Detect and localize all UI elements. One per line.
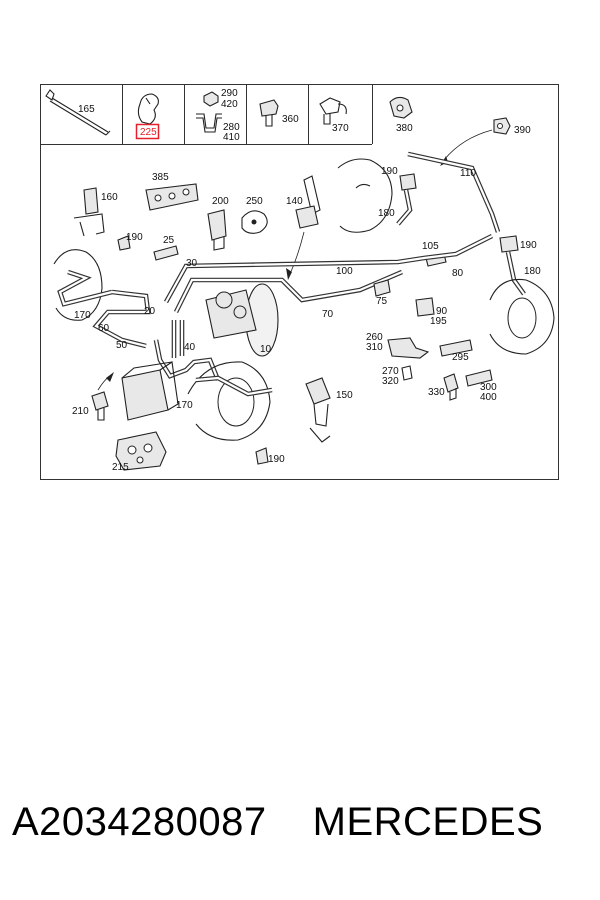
callout-160: 160 xyxy=(101,192,118,203)
callout-190-d: 190 xyxy=(268,454,285,465)
callout-110: 110 xyxy=(460,168,476,179)
callout-80: 80 xyxy=(452,268,464,279)
part-250 xyxy=(241,210,268,234)
callout-330: 330 xyxy=(428,387,445,398)
callout-50: 50 xyxy=(116,340,128,351)
clip-190-bottom xyxy=(255,447,269,465)
label-420: 420 xyxy=(221,99,238,110)
clip-190-left xyxy=(117,235,131,251)
callout-215: 215 xyxy=(112,462,129,473)
label-225: 225 xyxy=(140,127,157,138)
clip-270 xyxy=(401,365,413,381)
label-410: 410 xyxy=(223,132,240,143)
part-200 xyxy=(207,209,227,251)
retaining-clip-icon xyxy=(319,97,347,125)
callout-200: 200 xyxy=(212,196,229,207)
callout-260: 260 xyxy=(366,332,383,343)
callout-170-a: 170 xyxy=(74,310,91,321)
fitting-75 xyxy=(373,279,391,297)
bracket-160 xyxy=(73,187,105,237)
label-165: 165 xyxy=(78,104,95,115)
callout-105: 105 xyxy=(422,241,439,252)
sleeve-295 xyxy=(439,339,473,357)
callout-70: 70 xyxy=(322,309,334,320)
clip-icon xyxy=(137,93,159,125)
callout-195: 195 xyxy=(430,316,447,327)
label-290: 290 xyxy=(221,88,238,99)
brake-disc-front-right xyxy=(337,158,393,233)
cable-tie-icon xyxy=(45,89,111,136)
callout-390: 390 xyxy=(514,125,531,136)
sensor-210 xyxy=(91,391,109,421)
label-380: 380 xyxy=(396,123,413,134)
callout-90: 90 xyxy=(436,306,448,317)
diagram-frame xyxy=(40,84,559,480)
pipe-holder-icon xyxy=(389,96,413,119)
callout-10: 10 xyxy=(260,344,272,355)
sleeve-300 xyxy=(465,369,493,387)
part-number: A2034280087 xyxy=(12,800,267,844)
callout-310: 310 xyxy=(366,342,383,353)
callout-295: 295 xyxy=(452,352,469,363)
abs-hydraulic-unit xyxy=(121,361,179,421)
bracket-190-top xyxy=(399,173,417,191)
clip-390 xyxy=(493,117,511,135)
bracket-190-right xyxy=(499,235,519,253)
caliper-150 xyxy=(305,377,331,443)
callout-140: 140 xyxy=(286,196,303,207)
brake-disc-rear-left xyxy=(187,361,271,441)
callout-40: 40 xyxy=(184,342,196,353)
highlight-box-225 xyxy=(135,123,160,140)
sensor-140 xyxy=(295,175,321,229)
callout-210: 210 xyxy=(72,406,89,417)
sleeve-90 xyxy=(415,297,435,317)
callout-250: 250 xyxy=(246,196,263,207)
callout-100: 100 xyxy=(336,266,353,277)
callout-270: 270 xyxy=(382,366,399,377)
callout-320: 320 xyxy=(382,376,399,387)
label-280: 280 xyxy=(223,122,240,133)
callout-30: 30 xyxy=(186,258,198,269)
brand-name: MERCEDES xyxy=(312,800,544,844)
callout-190-b: 190 xyxy=(126,232,143,243)
brake-disc-front-left xyxy=(53,249,103,321)
mount-385 xyxy=(145,183,199,211)
callout-60: 60 xyxy=(98,323,110,334)
callout-300: 300 xyxy=(480,382,497,393)
callout-25: 25 xyxy=(163,235,175,246)
brake-disc-rear-right xyxy=(489,278,555,355)
brake-booster xyxy=(205,283,279,357)
label-370: 370 xyxy=(332,123,349,134)
callout-170-b: 170 xyxy=(176,400,193,411)
callout-190-a: 190 xyxy=(381,166,398,177)
clamp-icon xyxy=(259,99,279,127)
nut-and-bracket-icon xyxy=(196,91,222,133)
callout-400: 400 xyxy=(480,392,497,403)
label-360: 360 xyxy=(282,114,299,125)
callout-385: 385 xyxy=(152,172,169,183)
callout-190-c: 190 xyxy=(520,240,537,251)
sleeve-25 xyxy=(153,245,179,261)
bracket-260 xyxy=(387,337,430,359)
callout-180-b: 180 xyxy=(524,266,541,277)
module-215 xyxy=(115,431,167,471)
callout-150: 150 xyxy=(336,390,353,401)
callout-20: 20 xyxy=(144,306,156,317)
sensor-330 xyxy=(443,373,459,401)
part-caption: A2034280087 MERCEDES xyxy=(12,800,592,845)
callout-75: 75 xyxy=(376,296,388,307)
